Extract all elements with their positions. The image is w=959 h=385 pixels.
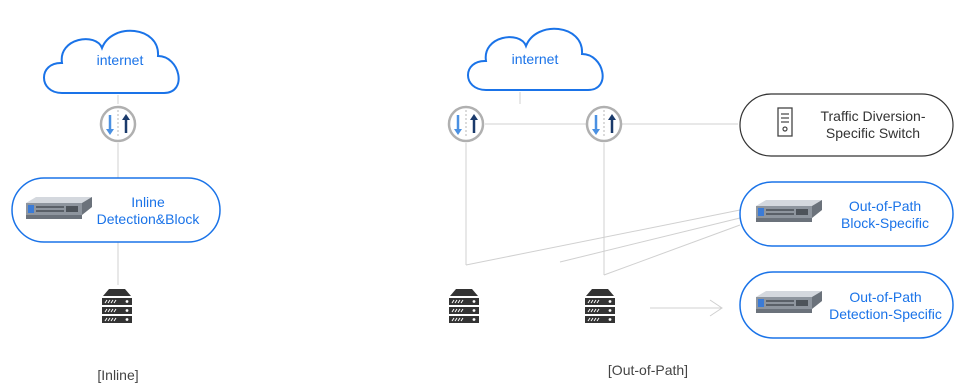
block-label-line1: Out-of-Path <box>848 198 922 214</box>
oop-link-block-1 <box>465 209 741 266</box>
oop-link-block-2 <box>559 217 741 263</box>
server-stack-icon <box>584 288 616 324</box>
switch-icon <box>777 107 793 137</box>
router-icon <box>585 105 623 143</box>
server-stack-icon <box>101 288 133 324</box>
oop-cloud-label: internet <box>511 51 559 67</box>
oop-detection-arrow <box>709 299 723 317</box>
detection-label: Out-of-Path Detection-Specific <box>818 289 953 323</box>
switch-label-line1: Traffic Diversion- <box>820 108 926 124</box>
block-label: Out-of-Path Block-Specific <box>820 198 950 232</box>
detection-label-line2: Detection-Specific <box>829 306 942 322</box>
inline-device-label-line2: Detection&Block <box>96 211 200 227</box>
oop-link-block-3 <box>603 224 741 276</box>
inline-detection-box <box>11 177 221 243</box>
server-stack-icon <box>448 288 480 324</box>
switch-label-line2: Specific Switch <box>825 125 921 141</box>
detection-label-line1: Out-of-Path <box>849 289 922 305</box>
cloud-icon <box>43 29 180 94</box>
oop-block-box <box>739 181 954 247</box>
cloud-icon <box>467 27 604 91</box>
inline-device-label: Inline Detection&Block <box>78 194 218 228</box>
router-icon <box>447 105 485 143</box>
inline-caption: [Inline] <box>97 367 139 383</box>
oop-detection-box <box>739 271 954 339</box>
router-icon <box>99 105 137 143</box>
traffic-switch-box <box>739 93 954 157</box>
block-label-line2: Block-Specific <box>841 215 929 231</box>
oop-caption: [Out-of-Path] <box>607 362 689 378</box>
inline-cloud-label: internet <box>96 52 144 68</box>
inline-device-label-line1: Inline <box>131 194 165 210</box>
switch-label: Traffic Diversion- Specific Switch <box>798 108 948 142</box>
